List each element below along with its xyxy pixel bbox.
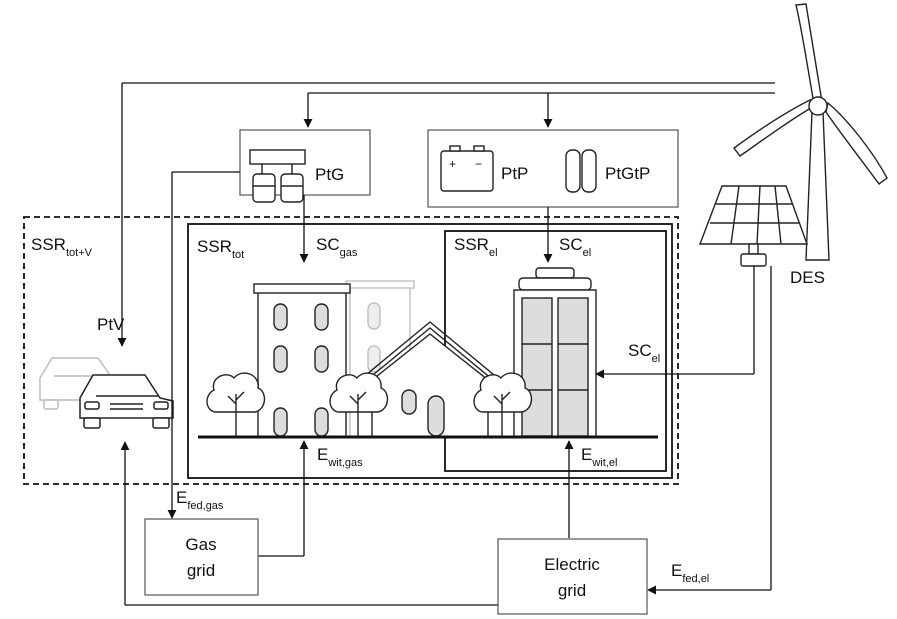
sc-gas-label: SCgas bbox=[316, 235, 358, 259]
ptp-label: PtP bbox=[501, 164, 528, 183]
e-wit-gas-label: Ewit,gas bbox=[317, 445, 363, 469]
des-label: DES bbox=[790, 268, 825, 287]
electric-grid-box bbox=[498, 539, 647, 614]
e-wit-el-label: Ewit,el bbox=[581, 445, 617, 469]
electric-grid-label-line1: Electric bbox=[544, 555, 600, 574]
apartment-building-icon bbox=[254, 284, 350, 437]
sc-el-top-label: SCel bbox=[559, 235, 591, 259]
electric-grid-label-line2: grid bbox=[558, 581, 586, 600]
ssr-tot-v-label: SSRtot+V bbox=[31, 235, 93, 259]
solar-panel-icon bbox=[700, 186, 807, 266]
office-building-icon bbox=[514, 268, 596, 437]
ptgtp-label: PtGtP bbox=[605, 164, 650, 183]
e-fed-el-label: Efed,el bbox=[671, 561, 709, 585]
sc-el-side-label: SCel bbox=[628, 341, 660, 365]
supply-lines bbox=[122, 83, 775, 346]
ssr-el-label: SSRel bbox=[454, 235, 498, 259]
gas-grid-label-line1: Gas bbox=[185, 535, 216, 554]
tree-icon bbox=[207, 373, 265, 437]
gas-grid-box bbox=[145, 519, 258, 595]
ssr-tot-label: SSRtot bbox=[197, 237, 244, 261]
e-fed-gas-label: Efed,gas bbox=[176, 488, 224, 512]
battery-minus-sign: − bbox=[475, 157, 482, 171]
battery-plus-sign: + bbox=[449, 157, 456, 171]
ptv-label: PtV bbox=[97, 315, 125, 334]
car-icon bbox=[80, 375, 173, 428]
ptg-label: PtG bbox=[315, 165, 344, 184]
gas-grid-label-line2: grid bbox=[187, 561, 215, 580]
